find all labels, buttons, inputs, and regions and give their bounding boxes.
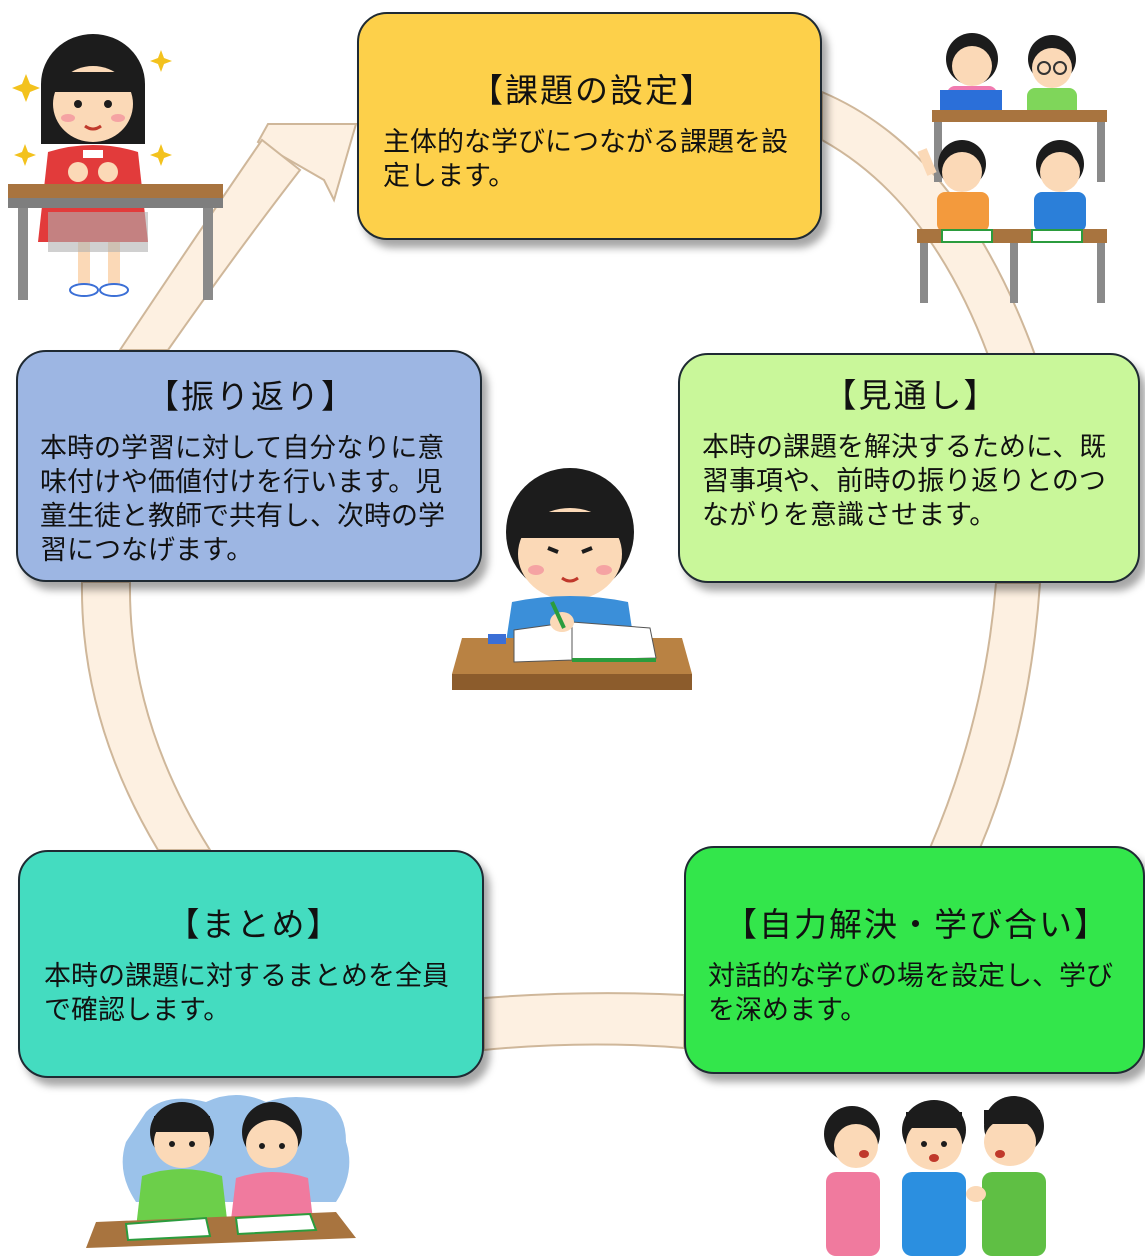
step-box-mitooshi: 【見通し】 本時の課題を解決するために、既習事項や、前時の振り返りとのつながりを… [678, 353, 1140, 583]
boy-studying-illustration [452, 462, 692, 694]
step-box-furikaeri: 【振り返り】 本時の学習に対して自分なりに意味付けや価値付けを行います。児童生徒… [16, 350, 482, 582]
cycle-ring-bottom [483, 992, 685, 1052]
step-title-matome: 【まとめ】 [166, 905, 342, 944]
girl-motivated-at-desk-illustration [8, 22, 233, 307]
step-body-matome: 本時の課題に対するまとめを全員で確認します。 [44, 961, 449, 1026]
students-writing-together-illustration [86, 1092, 366, 1256]
step-body-mitooshi: 本時の課題を解決するために、既習事項や、前時の振り返りとのつながりを意識させます… [702, 432, 1107, 531]
step-box-matome: 【まとめ】 本時の課題に対するまとめを全員で確認します。 [18, 850, 484, 1078]
classroom-students-illustration [912, 24, 1112, 309]
step-title-mitooshi: 【見通し】 [823, 376, 999, 415]
step-title-jiriki: 【自力解決・学び合い】 [724, 905, 1109, 944]
step-body-kadai: 主体的な学びにつながる課題を設定します。 [383, 127, 788, 192]
step-body-furikaeri: 本時の学習に対して自分なりに意味付けや価値付けを行います。児童生徒と教師で共有し… [40, 433, 445, 566]
cycle-arrow-head [256, 123, 358, 203]
step-box-kadai: 【課題の設定】 主体的な学びにつながる課題を設定します。 [357, 12, 822, 240]
children-discussing-illustration [804, 1090, 1064, 1256]
step-body-jiriki: 対話的な学びの場を設定し、学びを深めます。 [708, 961, 1113, 1026]
step-title-kadai: 【課題の設定】 [470, 71, 715, 110]
cycle-ring-left [80, 581, 212, 851]
step-box-jiriki: 【自力解決・学び合い】 対話的な学びの場を設定し、学びを深めます。 [684, 846, 1145, 1074]
cycle-ring-right [928, 582, 1042, 849]
step-title-furikaeri: 【振り返り】 [146, 377, 356, 416]
